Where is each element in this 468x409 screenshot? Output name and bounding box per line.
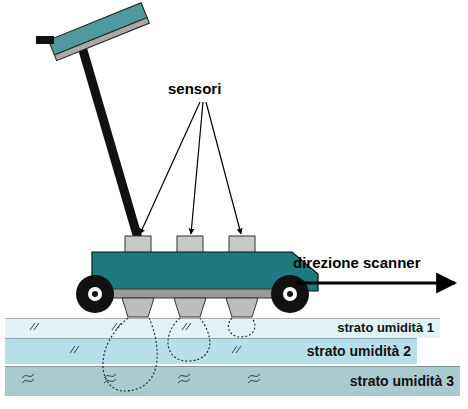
direction-arrow [296,282,455,285]
leader-line [140,102,200,234]
layer-label: strato umidità 1 [337,321,434,335]
direction-label: direzione scanner [293,254,421,271]
sensor-head [226,298,258,317]
sensor-head [174,298,206,317]
moisture-layer-band: strato umidità 2 [5,338,417,364]
leader-line [206,102,241,234]
moisture-layer-band: strato umidità 1 [5,318,440,338]
wheel-axle [92,291,98,297]
cart-track [92,289,292,298]
wheel [271,275,309,313]
sensor [229,236,255,253]
sensor [177,236,203,253]
wheel-hub [88,287,102,301]
wheel-axle [287,291,293,297]
sensor-head [122,298,154,317]
leader-line [191,102,203,234]
wheel-hub [283,287,297,301]
wheel [76,275,114,313]
layer-label: strato umidità 2 [307,344,411,359]
moisture-layer-band: strato umidità 3 [5,366,460,396]
display-head [48,3,149,61]
part-label: sensori [168,80,221,97]
layer-label: strato umidità 3 [350,374,454,389]
sensor [125,236,151,253]
handle-bar [80,40,142,252]
handle-grip [36,36,54,44]
